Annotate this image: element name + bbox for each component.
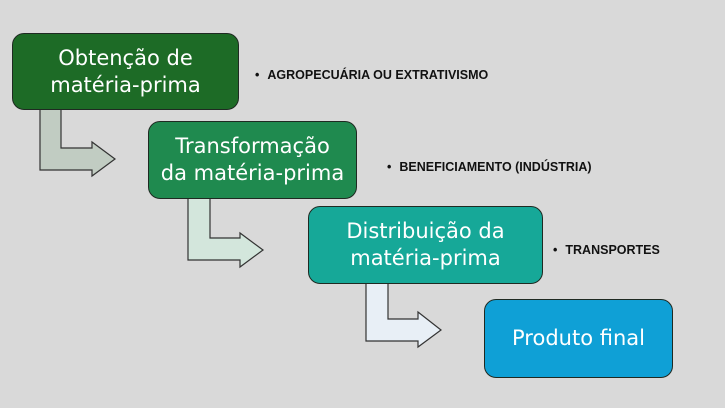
arrow-1-to-2 bbox=[39, 108, 117, 178]
step-produto-final: Produto final bbox=[484, 299, 673, 378]
step-distribuicao: Distribuição da matéria-prima bbox=[308, 206, 543, 284]
note-beneficiamento: BENEFICIAMENTO (INDÚSTRIA) bbox=[387, 160, 591, 174]
note-transportes: TRANSPORTES bbox=[553, 243, 659, 257]
arrow-2-to-3 bbox=[187, 197, 265, 269]
step-transformacao: Transformação da matéria-prima bbox=[148, 121, 357, 199]
note-agropecuaria: AGROPECUÁRIA OU EXTRATIVISMO bbox=[255, 68, 488, 82]
arrow-3-to-4 bbox=[365, 282, 442, 349]
step-obtencao: Obtenção de matéria-prima bbox=[12, 33, 239, 110]
